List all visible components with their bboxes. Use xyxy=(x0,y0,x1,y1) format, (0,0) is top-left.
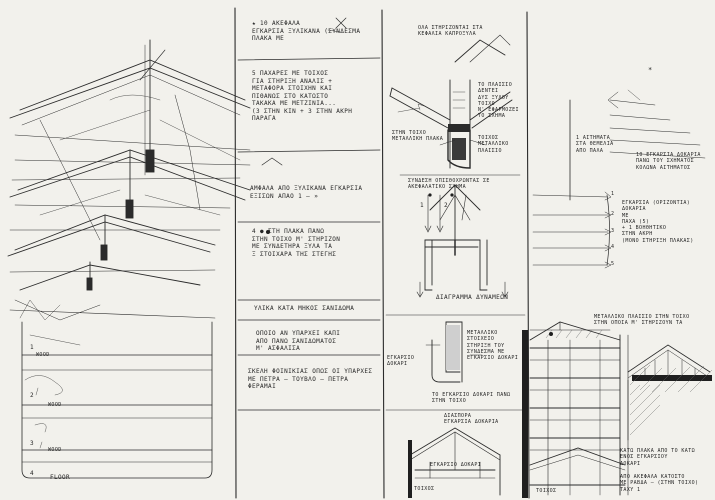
col1-num-2: 2 xyxy=(30,392,35,399)
detail-title: ΟΛΑ ΣΤΗΡΙΖΟΝΤΑΙ ΣΤΑ ΚΕΦΑΛΙΑ ΚΑΠΡΟΞΥΛΑ xyxy=(418,25,483,38)
col1-num-1: 1 xyxy=(30,344,35,351)
tick-5: 5 xyxy=(611,261,615,267)
tick-2: 2 xyxy=(611,211,615,217)
force-dim-1: 1 xyxy=(420,202,425,209)
note-7: ΣΚΕΛΗ ΦΟΙΝΙΚΙΑΣ ΟΠΩΣ ΟΙ ΥΠΑΡΧΕΣ ΜΕ ΠΕΤΡΑ… xyxy=(248,368,373,390)
floor-label: FLOOR xyxy=(50,474,71,481)
wood-label-3: WOOD xyxy=(48,447,62,453)
col4-bottom-label: ΤΟΙΧΟΣ xyxy=(536,488,557,494)
col1-num-3: 3 xyxy=(30,440,35,447)
col4-top-note: ΜΕΤΑΛΛΙΚΟ ΠΛΑΙΣΙΟ ΣΤΗΝ ΤΟΙΧΟ ΣΤΗΝ ΟΠΟΙΑ … xyxy=(594,314,690,327)
col4-list: ΕΓΚΑΡΣΙΑ (ΟΡΙΖΟΝΤΙΑ) ΔΟΚΑΡΙΑ ΜΕ ΠΑΧΑ (5)… xyxy=(622,200,694,244)
lower-caption: ΤΟ ΕΓΚΑΡΣΙΟ ΔΟΚΑΡΙ ΠΑΝΩ ΣΤΗΝ ΤΟΙΧΟ xyxy=(432,392,511,405)
lower-sub: ΔΙΑΣΠΟΡΑ ΕΓΚΑΡΣΙΑ ΔΟΚΑΡΙΑ xyxy=(444,413,499,426)
col4-bottom-note-1: ΚΑΤΩ ΠΛΑΚΑ ΑΠΟ ΤΟ ΚΑΤΩ ΕΝΟΣ ΕΓΚΑΡΣΙΟΥ ΔΟ… xyxy=(620,448,696,467)
lower-left-label: ΕΓΚΑΡΣΙΟ ΔΟΚΑΡΙ xyxy=(387,355,415,368)
connection-detail-sketch xyxy=(389,34,513,169)
detail-right-label: ΤΟΙΧΟΣ ΜΕΤΑΛΛΙΚΟ ΠΛΑΙΣΙΟ xyxy=(478,135,509,154)
wall-label: ΤΟΙΧΟΣ xyxy=(414,486,435,492)
tick-1: 1 xyxy=(611,191,615,197)
lower-note: ΜΕΤΑΛΛΙΚΟ ΣΤΟΙΧΕΙΟ ΣΤΗΡΙΞΗ ΤΟΥ ΣΥΝΔΕΣΜΑ … xyxy=(467,330,519,361)
column-dividers xyxy=(234,7,530,499)
notes-separators xyxy=(237,17,381,411)
tick-4: 4 xyxy=(611,244,615,250)
col4-left-note: 1 ΑΙΤΗΜΑΤΑ ΣΤΑ ΘΕΜΕΛΙΑ ΑΠΟ ΠΑΛΑ xyxy=(576,135,614,154)
ink-fills xyxy=(408,330,712,498)
wood-label-1: WOOD xyxy=(36,352,50,358)
detail-right-note: ΤΟ ΠΛΑΙΣΙΟ ΔΕΝΤΕΙ ΔΥΣ ΞΥΛΟΥ ΤΟΙΧΟ Ν' ΕΦΑ… xyxy=(478,82,519,120)
force-diagram-sketch xyxy=(399,174,521,298)
note-2: 5 ΠΑΧΑΡΕΣ ΜΕ ΤΟΙΧΟΣ ΓΙΑ ΣΤΗΡΙΞΗ ΑΝΑΛΙΣ +… xyxy=(252,70,353,122)
force-dim-2: 2 xyxy=(444,202,449,209)
force-caption: ΔΙΑΓΡΑΜΜΑ ΔΥΝΑΜΕΩΝ xyxy=(436,294,509,301)
markers xyxy=(266,193,553,336)
note-4: 4 ● ΣΤΗ ΠΛΑΚΑ ΠΑΝΩ ΣΤΗΝ ΤΟΙΧΟ Μ' ΣΤΗΡΙΖΟ… xyxy=(252,228,341,258)
truss-label: ΕΓΚΑΡΣΙΟ ΔΟΚΑΡΙ xyxy=(430,462,482,468)
star-mark: * xyxy=(648,66,653,74)
force-title: ΣΥΝΔΕΣΗ ΟΠΙΣΘΟΧΡΩΝΤΑΣ ΣΕ ΑΚΕΦΑΛΑΤΙΚΟ ΣΧΗ… xyxy=(408,178,490,191)
wood-label-2: WOOD xyxy=(48,402,62,408)
note-3: ΑΜΦΑΛΑ ΑΠΟ ΞΥΛΙΚΑΝΑ ΕΓΚΑΡΣΙΑ ΕΞΙΣΩΝ ΑΠΑΟ… xyxy=(250,185,363,200)
truss-perspective-sketch xyxy=(7,39,251,321)
col4-bottom-note-2: ΑΠΟ ΑΚΕΦΑΛΑ ΚΑΤΟΣΤΟ ΜΕ ΡΑΒΔΑ – (ΣΤΗΝ ΤΟΙ… xyxy=(620,474,699,493)
note-1: ★ 10 ΑΚΕΦΑΛΑ ΕΓΚΑΡΣΙΑ ΞΥΛΙΚΑΝΑ (ΣΥΝΔΕΣΜΑ… xyxy=(252,20,361,42)
tick-3: 3 xyxy=(611,228,615,234)
column4-sketches xyxy=(532,89,706,269)
col1-num-4: 4 xyxy=(30,470,35,477)
note-5: ΥΛΙΚΑ ΚΑΤΑ ΜΗΚΟΣ ΣΑΝΙΔΩΜΑ xyxy=(254,305,355,312)
detail-left-label: ΣΤΗΝ ΤΟΙΧΟ ΜΕΤΑΛΛΙΚΗ ΠΛΑΚΑ xyxy=(392,130,444,143)
col4-right-note: 10 ΕΓΚΑΡΣΙΑ ΔΟΚΑΡΙΑ ΠΑΝΩ ΤΟΥ ΣΧΗΜΑΤΟΣ ΚΟ… xyxy=(636,152,701,171)
section-frame-sketch xyxy=(21,321,213,479)
lower-detail-sketch xyxy=(385,314,526,496)
note-6: ΟΠΟΙΟ ΑΝ ΥΠΑΡΧΕΙ ΚΑΠΙ ΑΠΟ ΠΑΝΩ ΣΑΝΙΔΩΜΑΤ… xyxy=(256,330,341,352)
